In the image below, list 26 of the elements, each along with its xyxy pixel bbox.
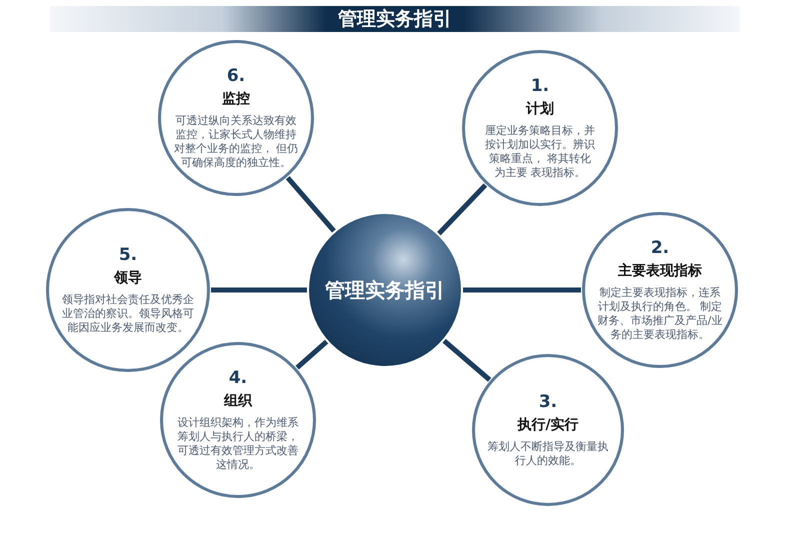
step-number: 4. — [228, 368, 248, 388]
connector-line — [437, 183, 488, 236]
step-number: 6. — [226, 66, 246, 86]
topic-heading: 领导 — [114, 269, 142, 287]
connector-line — [463, 288, 581, 292]
connector-line — [286, 176, 336, 233]
topic-heading: 组织 — [224, 392, 252, 410]
connector-line — [296, 340, 328, 370]
topic-description: 设计组织架构，作为维系筹划人与执行人的桥梁，可透过有效管理方式改善这情况。 — [176, 416, 300, 472]
connector-line — [211, 288, 307, 292]
topic-description: 领导指对社会责任及优秀企业管治的察识。领导风格可能因应业务发展而改变。 — [61, 293, 195, 335]
topic-heading: 监控 — [222, 90, 250, 108]
topic-heading: 执行/实行 — [517, 416, 579, 434]
title: 管理实务指引 — [338, 7, 452, 32]
step-number: 3. — [538, 392, 558, 412]
topic-description: 制定主要表现指标，连系计划及执行的角色。 制定财务、市场推广及产品/业务的主要表现指标。 — [596, 286, 724, 342]
topic-description: 可透过纵向关系达致有效监控，让家长式人物维持对整个业务的监控， 但仍可确保高度的独立性。 — [172, 114, 300, 170]
step-number: 5. — [118, 245, 138, 265]
step-number: 1. — [530, 76, 550, 96]
center-title: 管理实务指引 — [325, 276, 445, 304]
topic-description: 筹划人不断指导及衡量执行人的效能。 — [486, 440, 610, 468]
topic-heading: 计划 — [526, 100, 554, 118]
connector-line — [442, 338, 492, 382]
topic-heading: 主要表现指标 — [618, 262, 702, 280]
step-number: 2. — [650, 238, 670, 258]
topic-description: 厘定业务策略目标，并按计划加以实行。辨识策略重点， 将其转化为主要 表现指标。 — [484, 124, 596, 180]
